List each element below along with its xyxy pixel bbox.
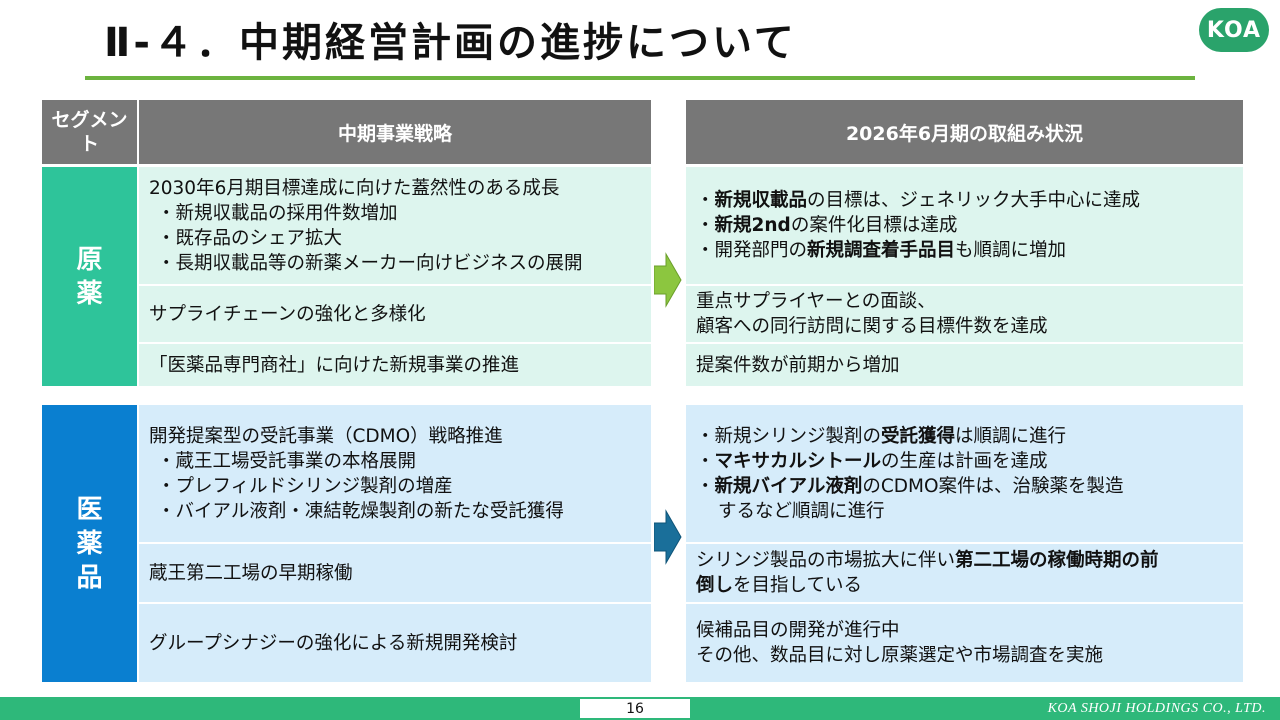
title-underline <box>85 76 1195 80</box>
pharma-status-3-line: 候補品目の開発が進行中 <box>696 620 900 641</box>
arrow-right-icon <box>654 252 682 308</box>
pharma-status-3: 候補品目の開発が進行中 その他、数品目に対し原薬選定や市場調査を実施 <box>686 604 1243 682</box>
pharma-strategy-1-item: ・蔵王工場受託事業の本格展開 <box>157 450 417 472</box>
api-status-3-text: 提案件数が前期から増加 <box>696 354 900 376</box>
api-status-2-line: 顧客への同行訪問に関する目標件数を達成 <box>696 316 1048 337</box>
pharma-strategy-2-text: 蔵王第二工場の早期稼働 <box>149 562 353 584</box>
segment-api: 原薬 <box>42 167 137 386</box>
page-title: Ⅱ-４．中期経営計画の進捗について <box>104 20 797 66</box>
pharma-status-2-line: シリンジ製品の市場拡大に伴い第二工場の稼働時期の前 <box>696 550 1159 571</box>
pharma-strategy-1-item: ・プレフィルドシリンジ製剤の増産 <box>157 475 453 497</box>
pharma-status-3-line: その他、数品目に対し原薬選定や市場調査を実施 <box>696 645 1104 666</box>
api-status-2-line: 重点サプライヤーとの面談、 <box>696 291 936 312</box>
pharma-strategy-1-item: ・バイアル液剤・凍結乾燥製剤の新たな受託獲得 <box>157 500 564 522</box>
api-status-3: 提案件数が前期から増加 <box>686 344 1243 386</box>
segment-api-label: 原薬 <box>76 244 103 309</box>
pharma-status-1-line: するなど順調に進行 <box>718 500 885 522</box>
pharma-strategy-3: グループシナジーの強化による新規開発検討 <box>139 604 651 682</box>
api-strategy-1-item: ・長期収載品等の新薬メーカー向けビジネスの展開 <box>157 252 583 274</box>
api-status-1-line: ・新規2ndの案件化目標は達成 <box>696 215 958 236</box>
pharma-strategy-2: 蔵王第二工場の早期稼働 <box>139 544 651 602</box>
api-status-1-line: ・新規収載品の目標は、ジェネリック大手中心に達成 <box>696 190 1141 211</box>
header-strategy: 中期事業戦略 <box>139 100 651 164</box>
pharma-status-1-line: ・マキサカルシトールの生産は計画を達成 <box>696 450 1048 472</box>
pharma-strategy-1: 開発提案型の受託事業（CDMO）戦略推進 ・蔵王工場受託事業の本格展開 ・プレフ… <box>139 405 651 542</box>
api-strategy-1-item: ・新規収載品の採用件数増加 <box>157 202 398 224</box>
koa-logo: KOA <box>1199 8 1269 52</box>
api-status-2: 重点サプライヤーとの面談、 顧客への同行訪問に関する目標件数を達成 <box>686 286 1243 342</box>
pharma-status-2: シリンジ製品の市場拡大に伴い第二工場の稼働時期の前 倒しを目指している <box>686 544 1243 602</box>
arrow-right-icon <box>654 509 682 565</box>
api-status-1-line: ・開発部門の新規調査着手品目も順調に増加 <box>696 240 1067 261</box>
header-status: 2026年6月期の取組み状況 <box>686 100 1243 164</box>
pharma-strategy-3-text: グループシナジーの強化による新規開発検討 <box>149 632 518 654</box>
segment-pharma: 医薬品 <box>42 405 137 682</box>
pharma-strategy-1-title: 開発提案型の受託事業（CDMO）戦略推進 <box>149 425 503 447</box>
pharma-status-2-line: 倒しを目指している <box>696 575 862 596</box>
api-strategy-1-item: ・既存品のシェア拡大 <box>157 227 343 249</box>
pharma-status-1-line: ・新規シリンジ製剤の受託獲得は順調に進行 <box>696 425 1067 447</box>
segment-pharma-label: 医薬品 <box>76 494 103 593</box>
pharma-status-1: ・新規シリンジ製剤の受託獲得は順調に進行 ・マキサカルシトールの生産は計画を達成… <box>686 405 1243 542</box>
footer-company-name: KOA SHOJI HOLDINGS CO., LTD. <box>1047 700 1266 716</box>
api-strategy-3-text: 「医薬品専門商社」に向けた新規事業の推進 <box>149 354 520 376</box>
api-strategy-2: サプライチェーンの強化と多様化 <box>139 286 651 342</box>
page-number: 16 <box>580 699 690 718</box>
api-strategy-1: 2030年6月期目標達成に向けた蓋然性のある成長 ・新規収載品の採用件数増加 ・… <box>139 167 651 284</box>
header-segment: セグメント <box>42 100 137 164</box>
api-strategy-1-title: 2030年6月期目標達成に向けた蓋然性のある成長 <box>149 177 560 199</box>
pharma-status-1-line: ・新規バイアル液剤のCDMO案件は、治験薬を製造 <box>696 475 1124 497</box>
header-segment-label: セグメント <box>51 109 128 155</box>
api-strategy-3: 「医薬品専門商社」に向けた新規事業の推進 <box>139 344 651 386</box>
api-strategy-2-text: サプライチェーンの強化と多様化 <box>149 303 426 325</box>
api-status-1: ・新規収載品の目標は、ジェネリック大手中心に達成 ・新規2ndの案件化目標は達成… <box>686 167 1243 284</box>
